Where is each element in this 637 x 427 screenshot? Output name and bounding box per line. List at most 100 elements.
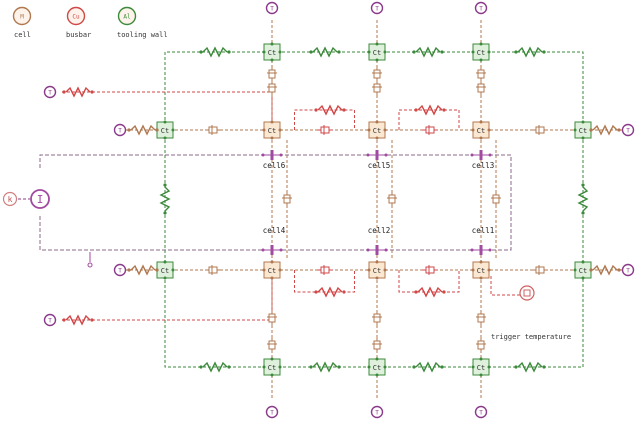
trigger-square bbox=[523, 289, 531, 297]
node-pin bbox=[367, 50, 371, 54]
cell-sensor-lower bbox=[261, 245, 283, 255]
ground-ring bbox=[87, 262, 93, 268]
legend-glyph: Al bbox=[123, 14, 131, 21]
source-glyph: T bbox=[375, 6, 379, 13]
resistor-zigzag bbox=[317, 104, 343, 116]
mass-body bbox=[492, 194, 500, 204]
temperature-source-right: T bbox=[621, 263, 635, 277]
node-pin bbox=[163, 120, 167, 124]
busbar-mass bbox=[317, 125, 333, 135]
mass-body bbox=[373, 313, 381, 323]
mass-body bbox=[373, 340, 381, 350]
resistor-pin bbox=[617, 128, 621, 132]
cell-node: Ct bbox=[367, 120, 387, 140]
source-ring bbox=[621, 123, 635, 137]
temperature-source-right: T bbox=[621, 123, 635, 137]
resistor-zigzag bbox=[417, 104, 443, 116]
sensor-pin bbox=[470, 248, 474, 252]
wall-resistor-vertical bbox=[159, 183, 171, 215]
cell-mass-vertical bbox=[476, 80, 486, 96]
cell-label: cell4 bbox=[263, 226, 286, 235]
node-label: Ct bbox=[579, 267, 587, 275]
resistor-pin bbox=[199, 365, 203, 369]
cell-node: Ct bbox=[262, 260, 282, 280]
source-ring bbox=[113, 263, 127, 277]
busbar-mass bbox=[422, 125, 438, 135]
node-pin bbox=[375, 276, 379, 280]
cell-sensor-upper bbox=[366, 150, 388, 160]
resistor-zigzag bbox=[517, 46, 543, 58]
node-pin bbox=[163, 260, 167, 264]
node-pin bbox=[171, 128, 175, 132]
legend-swatch-icon bbox=[12, 6, 32, 26]
wall-node-bottom: Ct bbox=[262, 357, 282, 377]
wire bbox=[490, 276, 527, 296]
current-ring bbox=[30, 189, 50, 209]
cell-label: cell2 bbox=[368, 226, 391, 235]
busbar-resistor bbox=[62, 314, 94, 326]
node-pin bbox=[487, 268, 491, 272]
node-label: Ct bbox=[161, 127, 169, 135]
cell-node: Ct bbox=[367, 260, 387, 280]
resistor-pin bbox=[314, 108, 318, 112]
resistor-pin bbox=[412, 50, 416, 54]
source-glyph: T bbox=[118, 268, 122, 275]
legend-glyph: M bbox=[20, 14, 24, 21]
resistor-pin bbox=[309, 50, 313, 54]
source-glyph: T bbox=[118, 128, 122, 135]
resistor-pin bbox=[414, 290, 418, 294]
node-pin bbox=[471, 365, 475, 369]
node-pin bbox=[262, 128, 266, 132]
sensor-bar bbox=[270, 150, 274, 160]
cell-label: cell5 bbox=[368, 161, 391, 170]
node-pin bbox=[479, 357, 483, 361]
resistor-pin bbox=[514, 365, 518, 369]
resistor-pin bbox=[442, 290, 446, 294]
node-pin bbox=[573, 128, 577, 132]
busbar-resistor bbox=[414, 104, 446, 116]
node-pin bbox=[581, 136, 585, 140]
cell-node: Ct bbox=[262, 120, 282, 140]
wire-layer bbox=[18, 20, 628, 400]
node-pin bbox=[375, 357, 379, 361]
node-pin bbox=[375, 120, 379, 124]
temperature-source-busbar: T bbox=[43, 313, 57, 327]
node-pin bbox=[383, 365, 387, 369]
source-glyph: T bbox=[479, 6, 483, 13]
resistor-zigzag bbox=[415, 361, 441, 373]
wall-resistor bbox=[309, 361, 341, 373]
source-glyph: T bbox=[626, 128, 630, 135]
node-label: Ct bbox=[268, 364, 276, 372]
wall-resistor bbox=[199, 46, 231, 58]
node-pin bbox=[487, 365, 491, 369]
ambient-glyph: k bbox=[8, 195, 13, 204]
resistor-zigzag bbox=[65, 314, 91, 326]
node-pin bbox=[479, 276, 483, 280]
busbar-resistor bbox=[314, 104, 346, 116]
node-pin bbox=[270, 260, 274, 264]
resistor-zigzag bbox=[130, 264, 156, 276]
wall-node-bottom: Ct bbox=[367, 357, 387, 377]
resistor-pin bbox=[589, 268, 593, 272]
resistor-pin bbox=[309, 365, 313, 369]
legend-label: busbar bbox=[66, 31, 91, 39]
wall-resistor bbox=[412, 361, 444, 373]
cell-label: cell3 bbox=[472, 161, 495, 170]
trigger-icon bbox=[519, 285, 535, 301]
node-pin bbox=[270, 58, 274, 62]
source-glyph: T bbox=[270, 6, 274, 13]
sensor-bar bbox=[479, 245, 483, 255]
node-pin bbox=[383, 128, 387, 132]
node-pin bbox=[487, 128, 491, 132]
resistor-zigzag bbox=[65, 86, 91, 98]
node-pin bbox=[479, 42, 483, 46]
sensor-pin bbox=[279, 153, 283, 157]
resistor-pin bbox=[337, 50, 341, 54]
ground-icon bbox=[87, 252, 93, 268]
node-pin bbox=[367, 365, 371, 369]
node-pin bbox=[278, 268, 282, 272]
resistor-pin bbox=[412, 365, 416, 369]
sensor-pin bbox=[384, 248, 388, 252]
resistor-pin bbox=[589, 128, 593, 132]
